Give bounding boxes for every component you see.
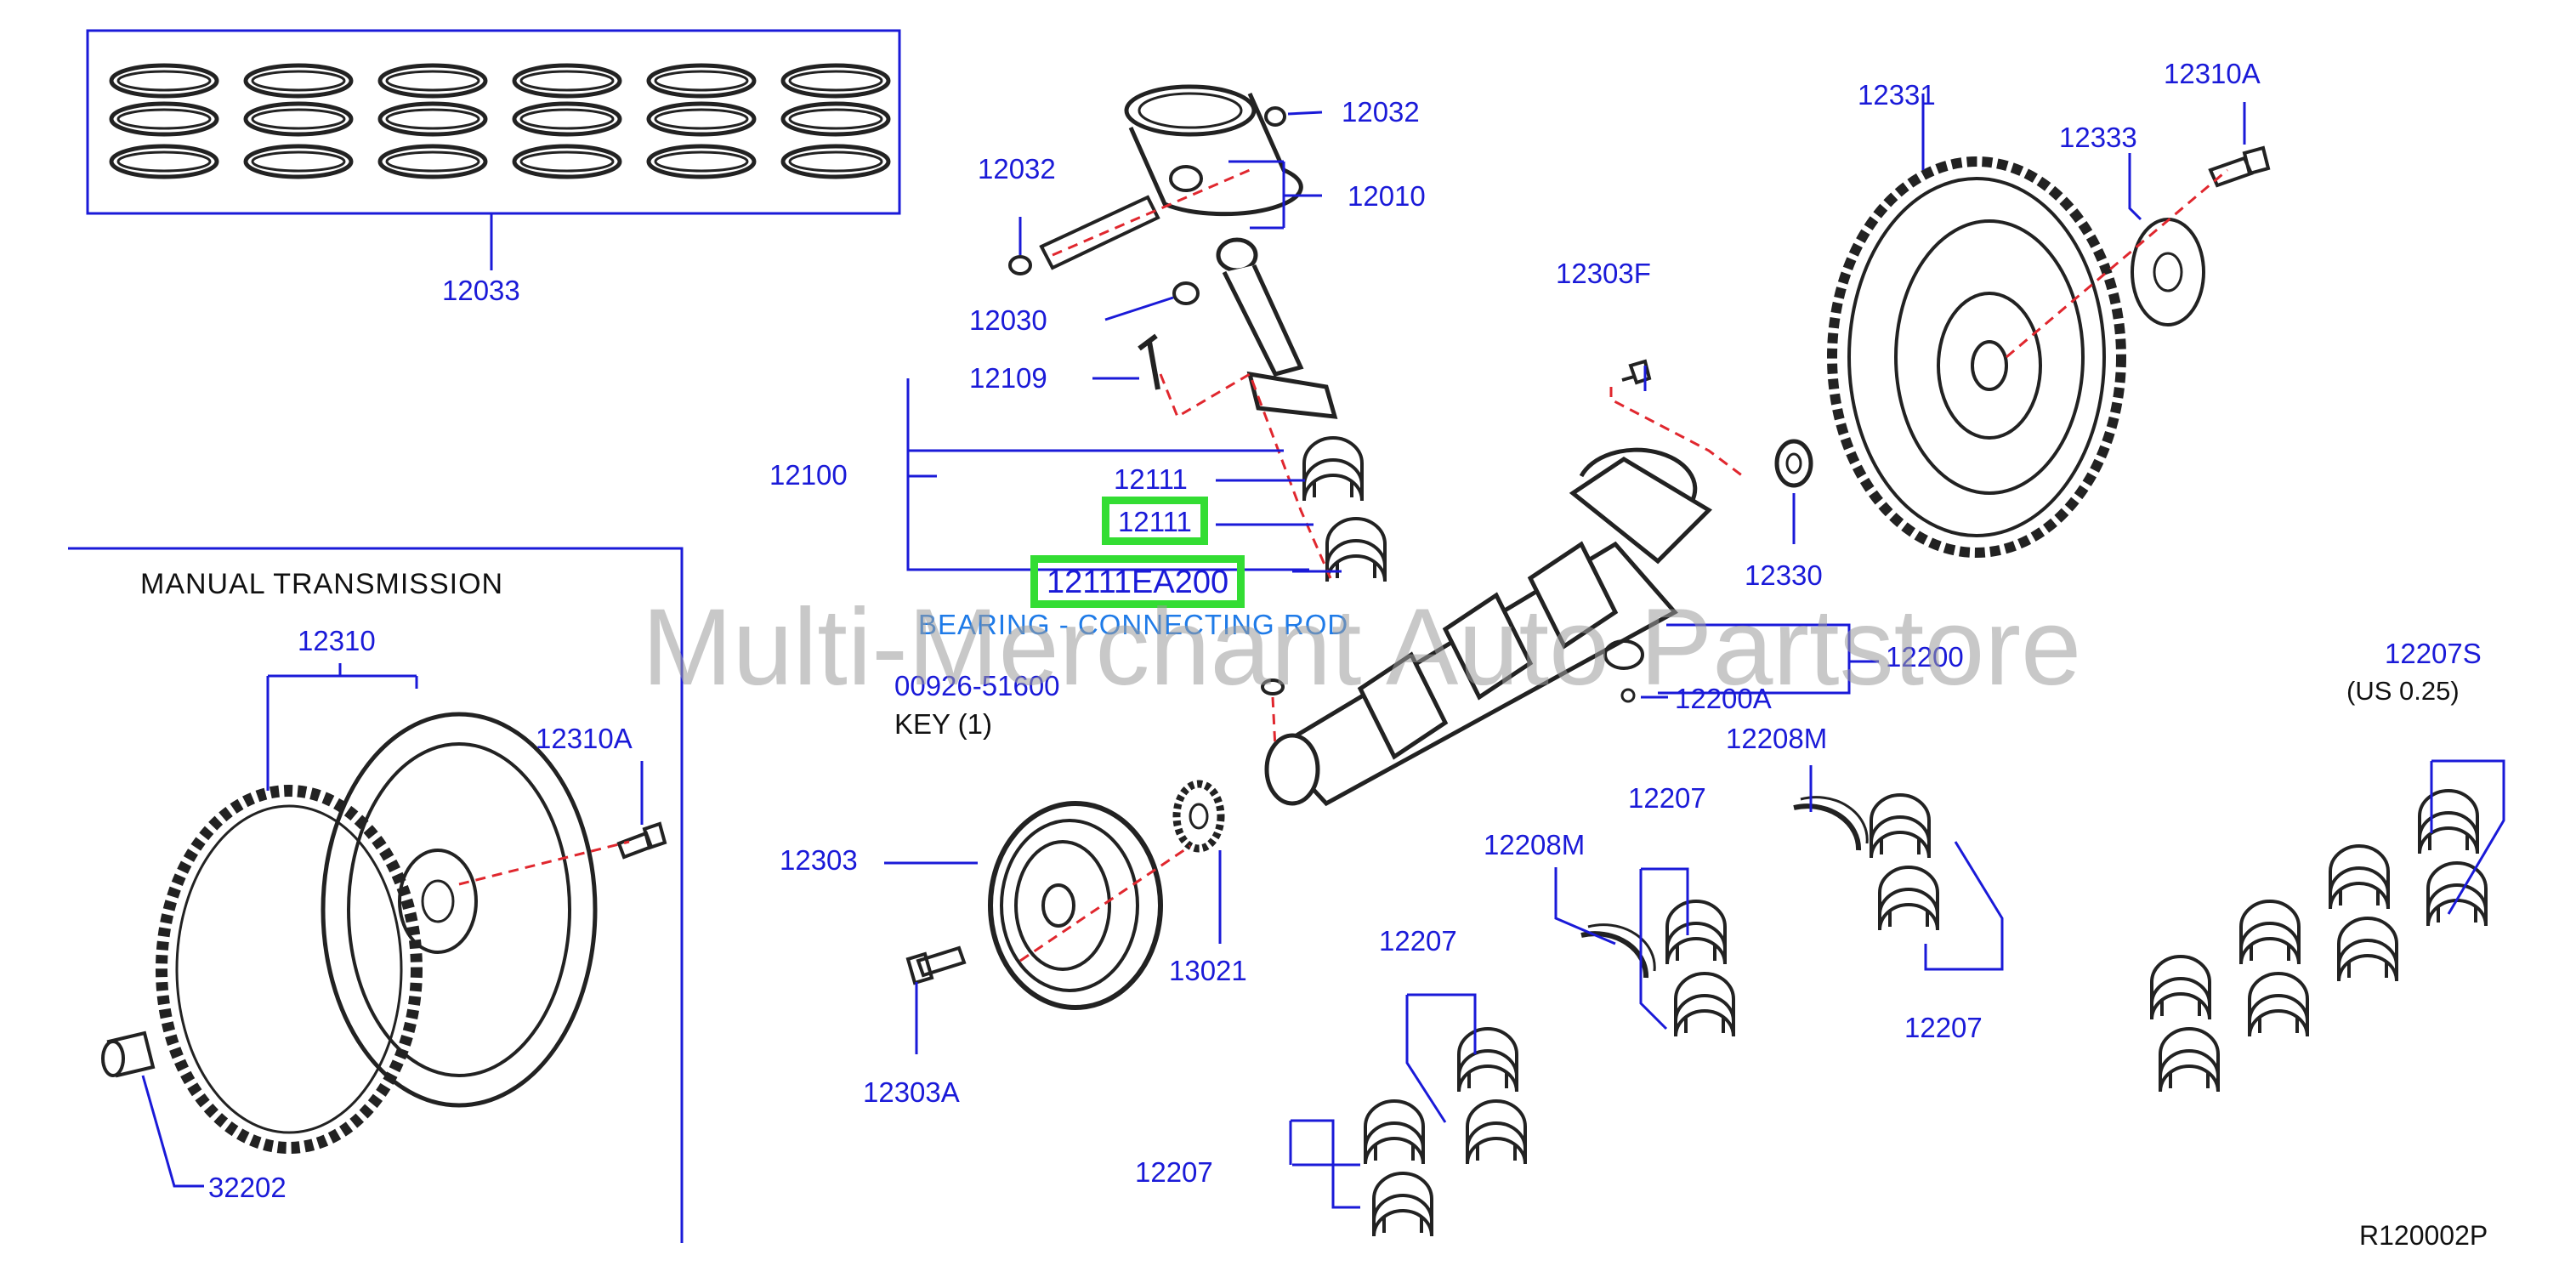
- crank-pulley-icon: [988, 801, 1163, 1010]
- label-12033[interactable]: 12033: [442, 275, 520, 306]
- crankshaft-icon: [1264, 447, 1713, 807]
- ring-gear-icon: [156, 785, 423, 1154]
- label-13021[interactable]: 13021: [1169, 955, 1247, 986]
- label-12303[interactable]: 12303: [780, 844, 858, 876]
- piston-ring-set-box: [86, 29, 901, 270]
- label-12303a[interactable]: 12303A: [863, 1076, 960, 1108]
- undersize-bearing-icon: [2150, 955, 2211, 1021]
- label-12207-bottom[interactable]: 12207: [1135, 1156, 1213, 1188]
- crank-sprocket-icon: [1172, 780, 1225, 853]
- label-12310a-left[interactable]: 12310A: [536, 723, 633, 754]
- label-12310a-top[interactable]: 12310A: [2164, 58, 2261, 89]
- main-bearing-lower-icon: [1674, 972, 1735, 1038]
- label-12109[interactable]: 12109: [969, 362, 1047, 394]
- manual-transmission-frame: [68, 547, 684, 1243]
- label-12208m-right[interactable]: 12208M: [1726, 723, 1828, 754]
- flywheel-icon: [321, 712, 598, 1108]
- undersize-bearing-icon: [2329, 844, 2390, 911]
- connecting-rod-icon: [1138, 237, 1338, 419]
- drive-plate-icon: [1827, 156, 2126, 558]
- piston-ring-set-icon: [111, 65, 888, 177]
- label-12333[interactable]: 12333: [2059, 122, 2137, 153]
- label-12330[interactable]: 12330: [1745, 559, 1823, 591]
- conrod-bearing-upper-icon: [1302, 436, 1364, 502]
- key-quantity-note: KEY (1): [894, 708, 992, 740]
- label-12200a[interactable]: 12200A: [1675, 683, 1772, 714]
- main-bearing-icon: [1364, 1099, 1425, 1166]
- label-32202[interactable]: 32202: [208, 1172, 287, 1203]
- label-12032-left[interactable]: 12032: [978, 153, 1056, 185]
- crank-key-icon: [1261, 678, 1285, 695]
- label-12207-center[interactable]: 12207: [1628, 782, 1706, 814]
- label-00926-51600[interactable]: 00926-51600: [894, 670, 1060, 701]
- thrust-washer-icon: [1794, 798, 1867, 850]
- leader-lines: [141, 94, 2505, 1209]
- main-bearing-icon: [1870, 793, 1931, 860]
- store-watermark: Multi-Merchant Auto Partstore: [642, 587, 2082, 708]
- main-bearing-icon: [1466, 1099, 1527, 1166]
- undersize-bearing-icon: [2248, 972, 2309, 1038]
- undersize-bearing-icon: [2418, 789, 2479, 855]
- label-12207-right[interactable]: 12207: [1904, 1012, 1983, 1043]
- crank-pulley-bolt-icon: [905, 945, 967, 985]
- main-bearing-upper-icon: [1665, 900, 1727, 966]
- drive-plate-bolt-icon: [2208, 145, 2271, 188]
- label-12200[interactable]: 12200: [1886, 641, 1964, 673]
- label-12111ea200-highlighted[interactable]: 12111EA200: [1030, 555, 1245, 608]
- label-12111-highlighted[interactable]: 12111: [1102, 497, 1208, 545]
- undersize-bearing-icon: [2239, 900, 2301, 966]
- undersize-bearing-icon: [2159, 1027, 2220, 1093]
- label-12303f[interactable]: 12303F: [1556, 258, 1651, 289]
- undersize-note: (US 0.25): [2346, 676, 2460, 706]
- label-12331[interactable]: 12331: [1858, 79, 1936, 111]
- undersize-bearing-icon: [2426, 861, 2488, 928]
- label-12207-lower-center[interactable]: 12207: [1379, 925, 1457, 957]
- label-12310[interactable]: 12310: [298, 625, 376, 656]
- undersize-bearing-icon: [2337, 917, 2398, 983]
- assembly-dashed-lines: [458, 168, 2228, 962]
- label-12100[interactable]: 12100: [769, 459, 848, 491]
- pilot-bearing-icon: [101, 1030, 156, 1078]
- bearing-connecting-rod-note: BEARING - CONNECTING ROD: [918, 609, 1349, 640]
- label-12208m-left[interactable]: 12208M: [1484, 829, 1586, 860]
- diagram-reference-code: R120002P: [2359, 1220, 2488, 1251]
- main-bearing-icon: [1372, 1172, 1433, 1238]
- label-12030[interactable]: 12030: [969, 304, 1047, 336]
- label-12207s[interactable]: 12207S: [2385, 638, 2482, 669]
- label-12032-right[interactable]: 12032: [1342, 96, 1420, 128]
- label-12010[interactable]: 12010: [1348, 180, 1426, 212]
- pilot-bushing-icon: [1774, 439, 1813, 488]
- reinforcement-plate-icon: [2131, 218, 2205, 326]
- main-bearing-icon: [1878, 866, 1939, 932]
- manual-transmission-title: MANUAL TRANSMISSION: [140, 568, 504, 600]
- piston-pin-icon: [1008, 106, 1286, 275]
- flywheel-bolt-icon: [616, 821, 667, 860]
- dowel-icon: [1621, 359, 1652, 385]
- piston-icon: [1124, 84, 1303, 217]
- main-bearing-icon: [1457, 1027, 1518, 1093]
- label-12111-upper[interactable]: 12111: [1114, 463, 1188, 495]
- crank-pilot-icon: [1620, 688, 1636, 703]
